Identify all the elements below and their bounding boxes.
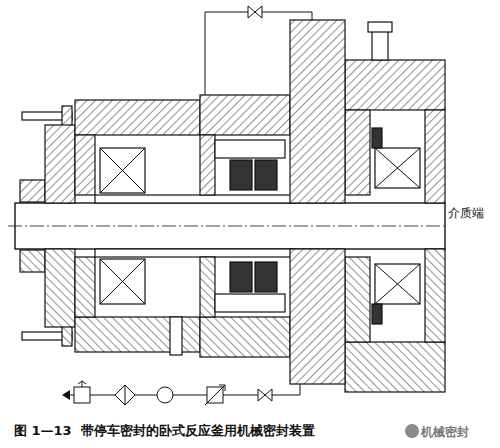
end-cover bbox=[45, 249, 75, 327]
gland-nut bbox=[20, 180, 45, 202]
drain-pipe bbox=[170, 317, 182, 355]
seal-ring bbox=[255, 262, 277, 292]
end-cover bbox=[45, 125, 75, 203]
bearing-housing bbox=[75, 135, 95, 195]
bearing-cross bbox=[100, 148, 145, 193]
seal-housing bbox=[200, 135, 215, 195]
center-line bbox=[8, 226, 444, 227]
watermark-icon bbox=[405, 424, 419, 438]
figure-caption: 图 1—13 带停车密封的卧式反应釜用机械密封装置 bbox=[14, 422, 315, 440]
seal-housing bbox=[200, 317, 290, 357]
seal-housing bbox=[200, 257, 215, 317]
bearing-cross bbox=[100, 259, 145, 304]
seal-ring bbox=[230, 160, 252, 190]
fitting-cap bbox=[368, 22, 392, 32]
flange bbox=[290, 249, 345, 384]
medium-end-label-box: 介质端 bbox=[448, 205, 484, 222]
gauge-symbol bbox=[157, 387, 173, 403]
bearing-housing bbox=[75, 100, 200, 135]
seal-ring bbox=[230, 262, 252, 292]
bearing bbox=[100, 259, 145, 304]
spring-seat bbox=[215, 140, 285, 158]
shaft-sleeve bbox=[95, 195, 295, 203]
spring-seat bbox=[215, 294, 285, 312]
shaft-sleeve bbox=[95, 249, 295, 257]
watermark-box: 机械密封 bbox=[421, 424, 469, 441]
valve-symbol bbox=[258, 389, 272, 401]
flange bbox=[290, 20, 345, 203]
stop-seal-housing bbox=[345, 60, 445, 110]
medium-end-label: 介质端 bbox=[448, 205, 484, 222]
stop-seal-ring-cross bbox=[375, 264, 420, 304]
stop-seal-housing bbox=[345, 342, 445, 392]
stop-seal-housing bbox=[345, 257, 370, 342]
stop-seal-housing bbox=[345, 110, 370, 195]
watermark: 机械密封 bbox=[421, 424, 469, 441]
bearing-housing bbox=[75, 257, 95, 317]
regulator-arrow bbox=[78, 381, 86, 387]
stop-seal-housing bbox=[425, 110, 445, 203]
valve-symbol bbox=[248, 6, 262, 18]
regulator-symbol bbox=[74, 387, 90, 403]
stop-seal-ring bbox=[375, 148, 420, 188]
supply-line bbox=[68, 384, 300, 395]
seal-face bbox=[372, 128, 382, 148]
flush-pipe bbox=[205, 12, 312, 95]
fitting bbox=[372, 30, 388, 60]
lower-half bbox=[20, 249, 445, 392]
stop-seal-ring bbox=[375, 264, 420, 304]
filter-symbol bbox=[115, 385, 135, 405]
seal-housing bbox=[200, 95, 290, 135]
source-arrow bbox=[62, 390, 70, 400]
seal-ring bbox=[255, 160, 277, 190]
caption-box: 图 1—13 带停车密封的卧式反应釜用机械密封装置 bbox=[14, 422, 315, 440]
gland-nut bbox=[20, 250, 45, 272]
nut bbox=[62, 106, 72, 126]
stop-seal-ring-cross bbox=[375, 148, 420, 188]
seal-face bbox=[372, 304, 382, 324]
stop-seal-housing bbox=[425, 249, 445, 342]
flowmeter-arrow bbox=[205, 385, 225, 405]
nut bbox=[62, 326, 72, 346]
upper-half bbox=[20, 20, 445, 203]
bearing bbox=[100, 148, 145, 193]
